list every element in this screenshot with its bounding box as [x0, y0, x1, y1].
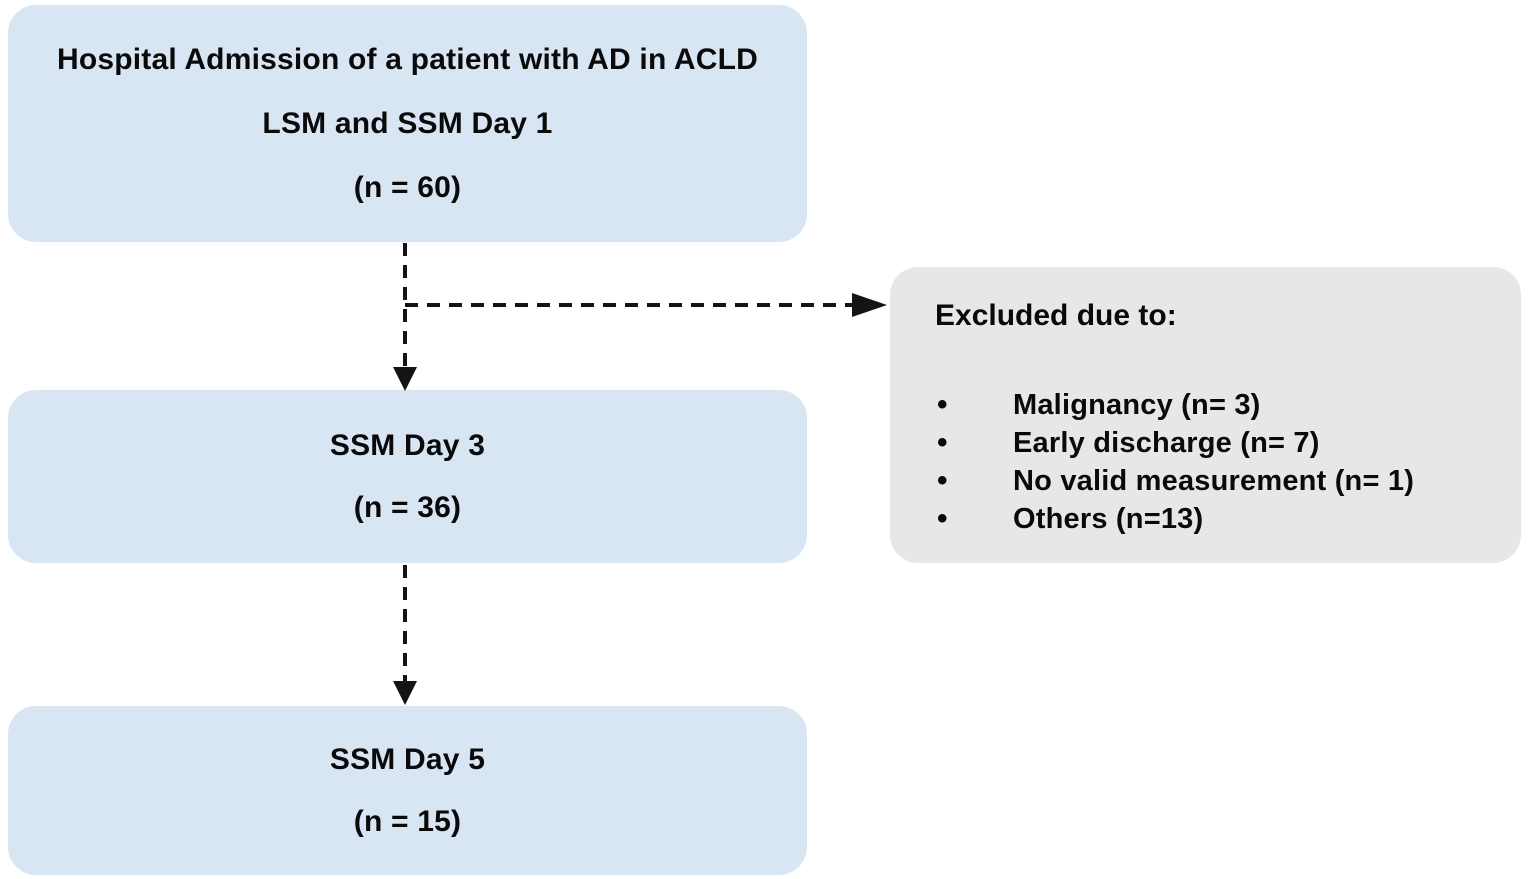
- list-item: Malignancy (n= 3): [935, 386, 1501, 424]
- excluded-box: Excluded due to: Malignancy (n= 3) Early…: [890, 267, 1521, 563]
- excluded-list: Malignancy (n= 3) Early discharge (n= 7)…: [935, 386, 1501, 538]
- ssm-day3-box: SSM Day 3 (n = 36): [8, 390, 807, 563]
- arrow-day3-to-day5: [393, 565, 417, 705]
- excluded-item-malignancy: Malignancy (n= 3): [1013, 388, 1261, 421]
- admission-box: Hospital Admission of a patient with AD …: [8, 5, 807, 242]
- admission-line-1: Hospital Admission of a patient with AD …: [56, 42, 759, 76]
- excluded-item-no-valid-measurement: No valid measurement (n= 1): [1013, 464, 1415, 497]
- ssm-day5-label: SSM Day 5: [329, 742, 486, 776]
- excluded-item-early-discharge: Early discharge (n= 7): [1013, 426, 1320, 459]
- ssm-day5-count: (n = 15): [353, 804, 462, 838]
- list-item: Others (n=13): [935, 500, 1501, 538]
- list-item: No valid measurement (n= 1): [935, 462, 1501, 500]
- admission-line-2: LSM and SSM Day 1: [262, 106, 553, 140]
- bullet-icon: [935, 502, 1013, 536]
- ssm-day3-count: (n = 36): [353, 490, 462, 524]
- list-item: Early discharge (n= 7): [935, 424, 1501, 462]
- bullet-icon: [935, 426, 1013, 460]
- arrow-admission-to-day3: [393, 243, 417, 391]
- ssm-day3-label: SSM Day 3: [329, 428, 486, 462]
- arrow-to-excluded: [405, 293, 887, 317]
- excluded-item-others: Others (n=13): [1013, 502, 1204, 535]
- bullet-icon: [935, 388, 1013, 422]
- admission-count: (n = 60): [353, 170, 462, 204]
- ssm-day5-box: SSM Day 5 (n = 15): [8, 706, 807, 875]
- bullet-icon: [935, 464, 1013, 498]
- excluded-title: Excluded due to:: [935, 299, 1177, 332]
